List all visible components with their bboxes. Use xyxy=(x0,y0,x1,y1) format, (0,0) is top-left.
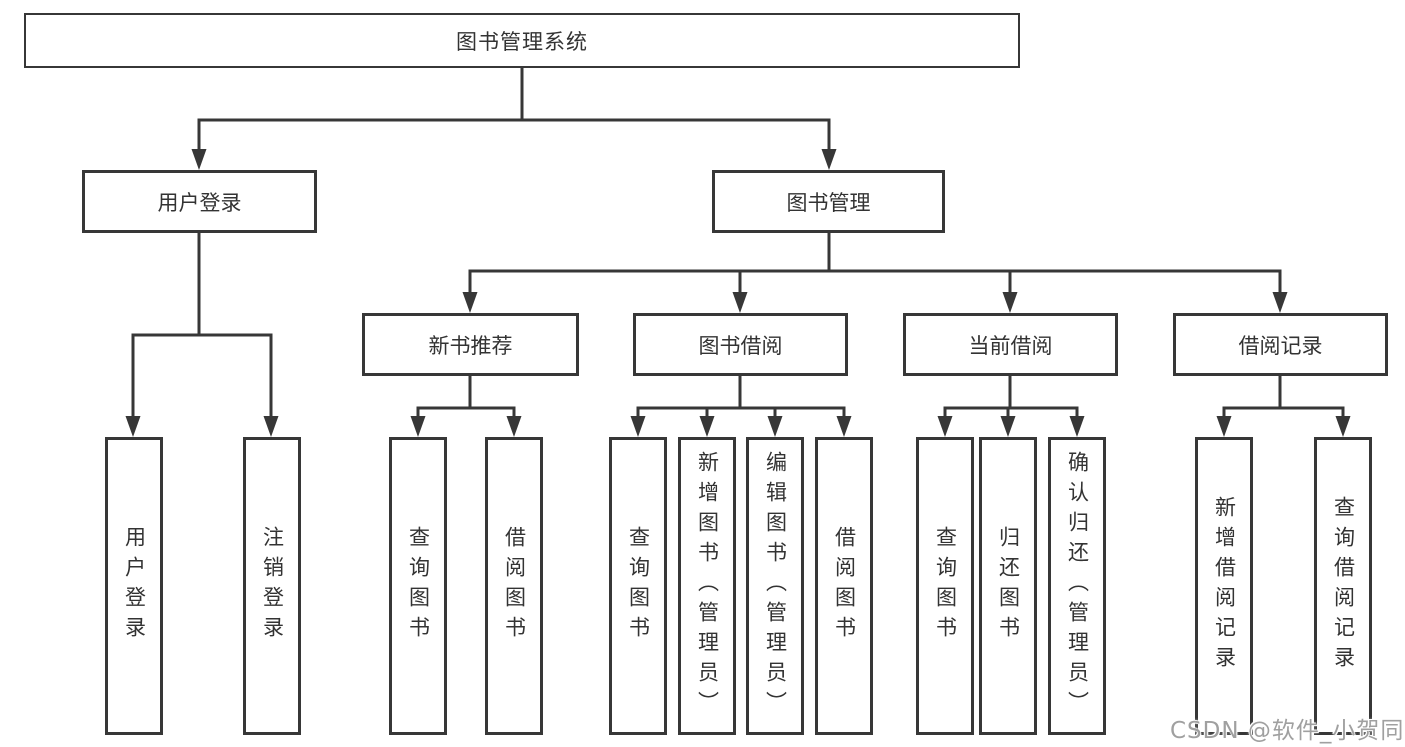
leaf-query-books-current: 查询图书 xyxy=(916,437,974,735)
leaf-add-books-admin: 新增图书（管理员） xyxy=(678,437,736,735)
connector-user-login xyxy=(131,231,273,421)
connector-book-borrowing xyxy=(636,374,846,423)
node-book-borrowing: 图书借阅 xyxy=(633,313,848,376)
leaf-borrow-books-borrowing-label: 借阅图书 xyxy=(832,526,857,646)
leaf-add-borrow-record-label: 新增借阅记录 xyxy=(1212,496,1237,676)
node-new-book-recommendation-label: 新书推荐 xyxy=(428,333,513,358)
node-borrowing-records-label: 借阅记录 xyxy=(1238,333,1323,358)
leaf-query-books-borrowing-label: 查询图书 xyxy=(626,526,651,646)
leaf-query-books-current-label: 查询图书 xyxy=(933,526,958,646)
leaf-borrow-books-borrowing: 借阅图书 xyxy=(815,437,873,735)
connector-book-management xyxy=(468,231,1282,297)
leaf-confirm-return-admin: 确认归还（管理员） xyxy=(1048,437,1106,735)
node-user-login: 用户登录 xyxy=(82,170,317,233)
connector-borrowing-records xyxy=(1222,374,1345,423)
leaf-query-books-borrowing: 查询图书 xyxy=(609,437,667,735)
leaf-borrow-books-recommend: 借阅图书 xyxy=(485,437,543,735)
leaf-edit-books-admin: 编辑图书（管理员） xyxy=(746,437,804,735)
node-book-management-label: 图书管理 xyxy=(786,190,871,215)
node-user-login-label: 用户登录 xyxy=(157,190,242,215)
leaf-query-books-recommend: 查询图书 xyxy=(389,437,447,735)
leaf-confirm-return-admin-label: 确认归还（管理员） xyxy=(1065,451,1090,721)
connector-root xyxy=(197,66,831,154)
arrowheads xyxy=(125,149,1351,437)
leaf-return-books-label: 归还图书 xyxy=(996,526,1021,646)
node-current-borrowing-label: 当前借阅 xyxy=(968,333,1053,358)
leaf-query-books-recommend-label: 查询图书 xyxy=(406,526,431,646)
node-library-system: 图书管理系统 xyxy=(24,13,1020,68)
node-new-book-recommendation: 新书推荐 xyxy=(362,313,579,376)
leaf-logout-label: 注销登录 xyxy=(260,526,285,646)
leaf-return-books: 归还图书 xyxy=(979,437,1037,735)
connector-current-borrowing xyxy=(943,374,1079,423)
leaf-edit-books-admin-label: 编辑图书（管理员） xyxy=(763,451,788,721)
leaf-add-books-admin-label: 新增图书（管理员） xyxy=(695,451,720,721)
watermark: CSDN @软件_小贺同学 xyxy=(1170,718,1405,744)
connector-new-book xyxy=(416,374,516,423)
leaf-borrow-books-recommend-label: 借阅图书 xyxy=(502,526,527,646)
leaf-user-login-label: 用户登录 xyxy=(122,526,147,646)
leaf-add-borrow-record: 新增借阅记录 xyxy=(1195,437,1253,735)
leaf-query-borrow-record: 查询借阅记录 xyxy=(1314,437,1372,735)
node-current-borrowing: 当前借阅 xyxy=(903,313,1118,376)
node-borrowing-records: 借阅记录 xyxy=(1173,313,1388,376)
leaf-user-login: 用户登录 xyxy=(105,437,163,735)
leaf-query-borrow-record-label: 查询借阅记录 xyxy=(1331,496,1356,676)
leaf-logout: 注销登录 xyxy=(243,437,301,735)
node-book-management: 图书管理 xyxy=(712,170,945,233)
node-book-borrowing-label: 图书借阅 xyxy=(698,333,783,358)
node-library-system-label: 图书管理系统 xyxy=(456,29,588,54)
